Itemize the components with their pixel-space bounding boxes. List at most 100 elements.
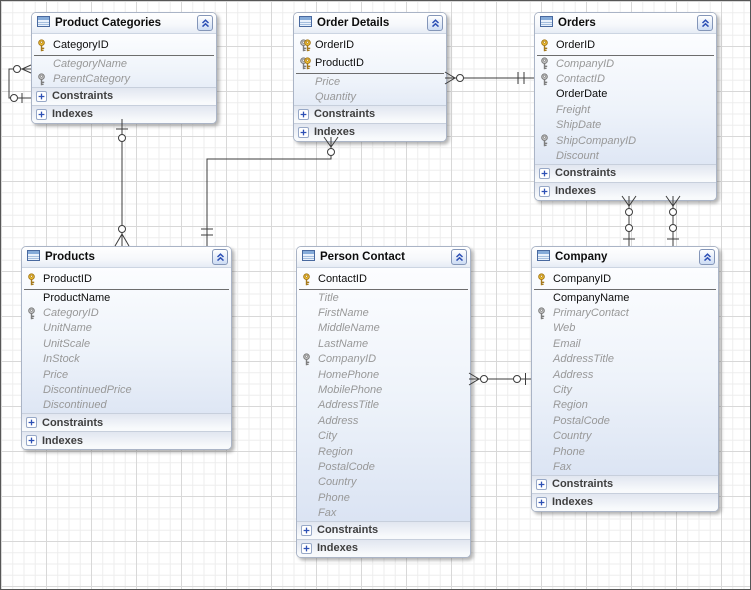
expand-plus-icon[interactable] bbox=[536, 478, 547, 490]
collapse-button[interactable] bbox=[451, 249, 467, 265]
expand-plus-icon[interactable] bbox=[536, 496, 547, 508]
field-row-lastname[interactable]: LastName bbox=[297, 336, 470, 351]
foreign-key-icon bbox=[26, 306, 43, 320]
field-row-discontinuedprice[interactable]: DiscontinuedPrice bbox=[22, 382, 231, 397]
field-row-productname[interactable]: ProductName bbox=[22, 290, 231, 305]
field-row-contactid[interactable]: ContactID bbox=[535, 71, 716, 86]
expand-plus-icon[interactable] bbox=[26, 417, 37, 429]
field-row-firstname[interactable]: FirstName bbox=[297, 305, 470, 320]
field-row-addresstitle[interactable]: AddressTitle bbox=[532, 352, 718, 367]
expand-plus-icon[interactable] bbox=[36, 108, 47, 120]
indexes-bar[interactable]: Indexes bbox=[532, 492, 718, 511]
field-row-discontinued[interactable]: Discontinued bbox=[22, 398, 231, 413]
collapse-button[interactable] bbox=[697, 15, 713, 31]
field-row-price[interactable]: Price bbox=[22, 367, 231, 382]
expand-plus-icon[interactable] bbox=[539, 167, 550, 179]
field-row-categoryid[interactable]: CategoryID bbox=[22, 305, 231, 320]
expand-plus-icon[interactable] bbox=[539, 185, 550, 197]
field-row-productid[interactable]: ProductID bbox=[294, 54, 446, 72]
indexes-bar[interactable]: Indexes bbox=[22, 431, 231, 450]
indexes-bar[interactable]: Indexes bbox=[535, 181, 716, 200]
field-row-address[interactable]: Address bbox=[297, 413, 470, 428]
indexes-bar[interactable]: Indexes bbox=[297, 538, 470, 557]
field-row-middlename[interactable]: MiddleName bbox=[297, 321, 470, 336]
field-row-web[interactable]: Web bbox=[532, 321, 718, 336]
field-row-categoryid[interactable]: CategoryID bbox=[32, 36, 216, 54]
expand-plus-icon[interactable] bbox=[301, 524, 312, 536]
field-row-unitname[interactable]: UnitName bbox=[22, 321, 231, 336]
collapse-button[interactable] bbox=[197, 15, 213, 31]
field-row-title[interactable]: Title bbox=[297, 290, 470, 305]
table-header[interactable]: Order Details bbox=[294, 13, 446, 34]
field-row-instock[interactable]: InStock bbox=[22, 352, 231, 367]
field-row-fax[interactable]: Fax bbox=[297, 505, 470, 520]
field-row-homephone[interactable]: HomePhone bbox=[297, 367, 470, 382]
field-row-discount[interactable]: Discount bbox=[535, 148, 716, 163]
constraints-bar[interactable]: Constraints bbox=[297, 520, 470, 539]
collapse-button[interactable] bbox=[699, 249, 715, 265]
expand-plus-icon[interactable] bbox=[301, 542, 312, 554]
table-header[interactable]: Company bbox=[532, 247, 718, 268]
field-row-city[interactable]: City bbox=[532, 382, 718, 397]
field-row-freight[interactable]: Freight bbox=[535, 102, 716, 117]
field-row-categoryname[interactable]: CategoryName bbox=[32, 56, 216, 71]
table-header[interactable]: Person Contact bbox=[297, 247, 470, 268]
field-row-address[interactable]: Address bbox=[532, 367, 718, 382]
field-row-companyid[interactable]: CompanyID bbox=[532, 270, 718, 288]
field-row-phone[interactable]: Phone bbox=[532, 444, 718, 459]
field-row-price[interactable]: Price bbox=[294, 74, 446, 89]
expand-plus-icon[interactable] bbox=[298, 108, 309, 120]
field-row-city[interactable]: City bbox=[297, 429, 470, 444]
collapse-button[interactable] bbox=[427, 15, 443, 31]
field-row-shipdate[interactable]: ShipDate bbox=[535, 118, 716, 133]
field-row-mobilephone[interactable]: MobilePhone bbox=[297, 382, 470, 397]
field-row-companyid[interactable]: CompanyID bbox=[297, 352, 470, 367]
indexes-bar[interactable]: Indexes bbox=[32, 104, 216, 123]
table-header[interactable]: Product Categories bbox=[32, 13, 216, 34]
field-row-fax[interactable]: Fax bbox=[532, 459, 718, 474]
field-row-orderid[interactable]: OrderID bbox=[535, 36, 716, 54]
field-row-contactid[interactable]: ContactID bbox=[297, 270, 470, 288]
field-name: CompanyName bbox=[553, 291, 630, 304]
field-row-country[interactable]: Country bbox=[297, 475, 470, 490]
constraints-bar[interactable]: Constraints bbox=[32, 86, 216, 105]
expand-plus-icon[interactable] bbox=[298, 126, 309, 138]
field-row-companyid[interactable]: CompanyID bbox=[535, 56, 716, 71]
field-row-companyname[interactable]: CompanyName bbox=[532, 290, 718, 305]
chevron-double-up-icon bbox=[703, 252, 711, 261]
constraints-bar[interactable]: Constraints bbox=[294, 104, 446, 123]
field-row-primarycontact[interactable]: PrimaryContact bbox=[532, 305, 718, 320]
field-row-parentcategory[interactable]: ParentCategory bbox=[32, 71, 216, 86]
constraints-bar[interactable]: Constraints bbox=[535, 163, 716, 182]
table-header[interactable]: Orders bbox=[535, 13, 716, 34]
field-row-region[interactable]: Region bbox=[532, 398, 718, 413]
constraints-bar[interactable]: Constraints bbox=[22, 413, 231, 432]
collapse-button[interactable] bbox=[212, 249, 228, 265]
indexes-bar[interactable]: Indexes bbox=[294, 122, 446, 141]
constraints-bar[interactable]: Constraints bbox=[532, 474, 718, 493]
field-row-phone[interactable]: Phone bbox=[297, 490, 470, 505]
field-row-postalcode[interactable]: PostalCode bbox=[297, 459, 470, 474]
expand-plus-icon[interactable] bbox=[36, 90, 47, 102]
field-row-postalcode[interactable]: PostalCode bbox=[532, 413, 718, 428]
field-row-addresstitle[interactable]: AddressTitle bbox=[297, 398, 470, 413]
field-row-country[interactable]: Country bbox=[532, 429, 718, 444]
field-row-productid[interactable]: ProductID bbox=[22, 270, 231, 288]
field-row-unitscale[interactable]: UnitScale bbox=[22, 336, 231, 351]
table-header[interactable]: Products bbox=[22, 247, 231, 268]
field-row-orderid[interactable]: OrderID bbox=[294, 36, 446, 54]
field-row-quantity[interactable]: Quantity bbox=[294, 89, 446, 104]
field-row-orderdate[interactable]: OrderDate bbox=[535, 87, 716, 102]
expand-plus-icon[interactable] bbox=[26, 435, 37, 447]
table-product-categories[interactable]: Product Categories CategoryID CategoryNa… bbox=[31, 12, 217, 124]
field-name: ContactID bbox=[556, 73, 605, 86]
field-row-region[interactable]: Region bbox=[297, 444, 470, 459]
field-row-shipcompanyid[interactable]: ShipCompanyID bbox=[535, 133, 716, 148]
field-row-email[interactable]: Email bbox=[532, 336, 718, 351]
